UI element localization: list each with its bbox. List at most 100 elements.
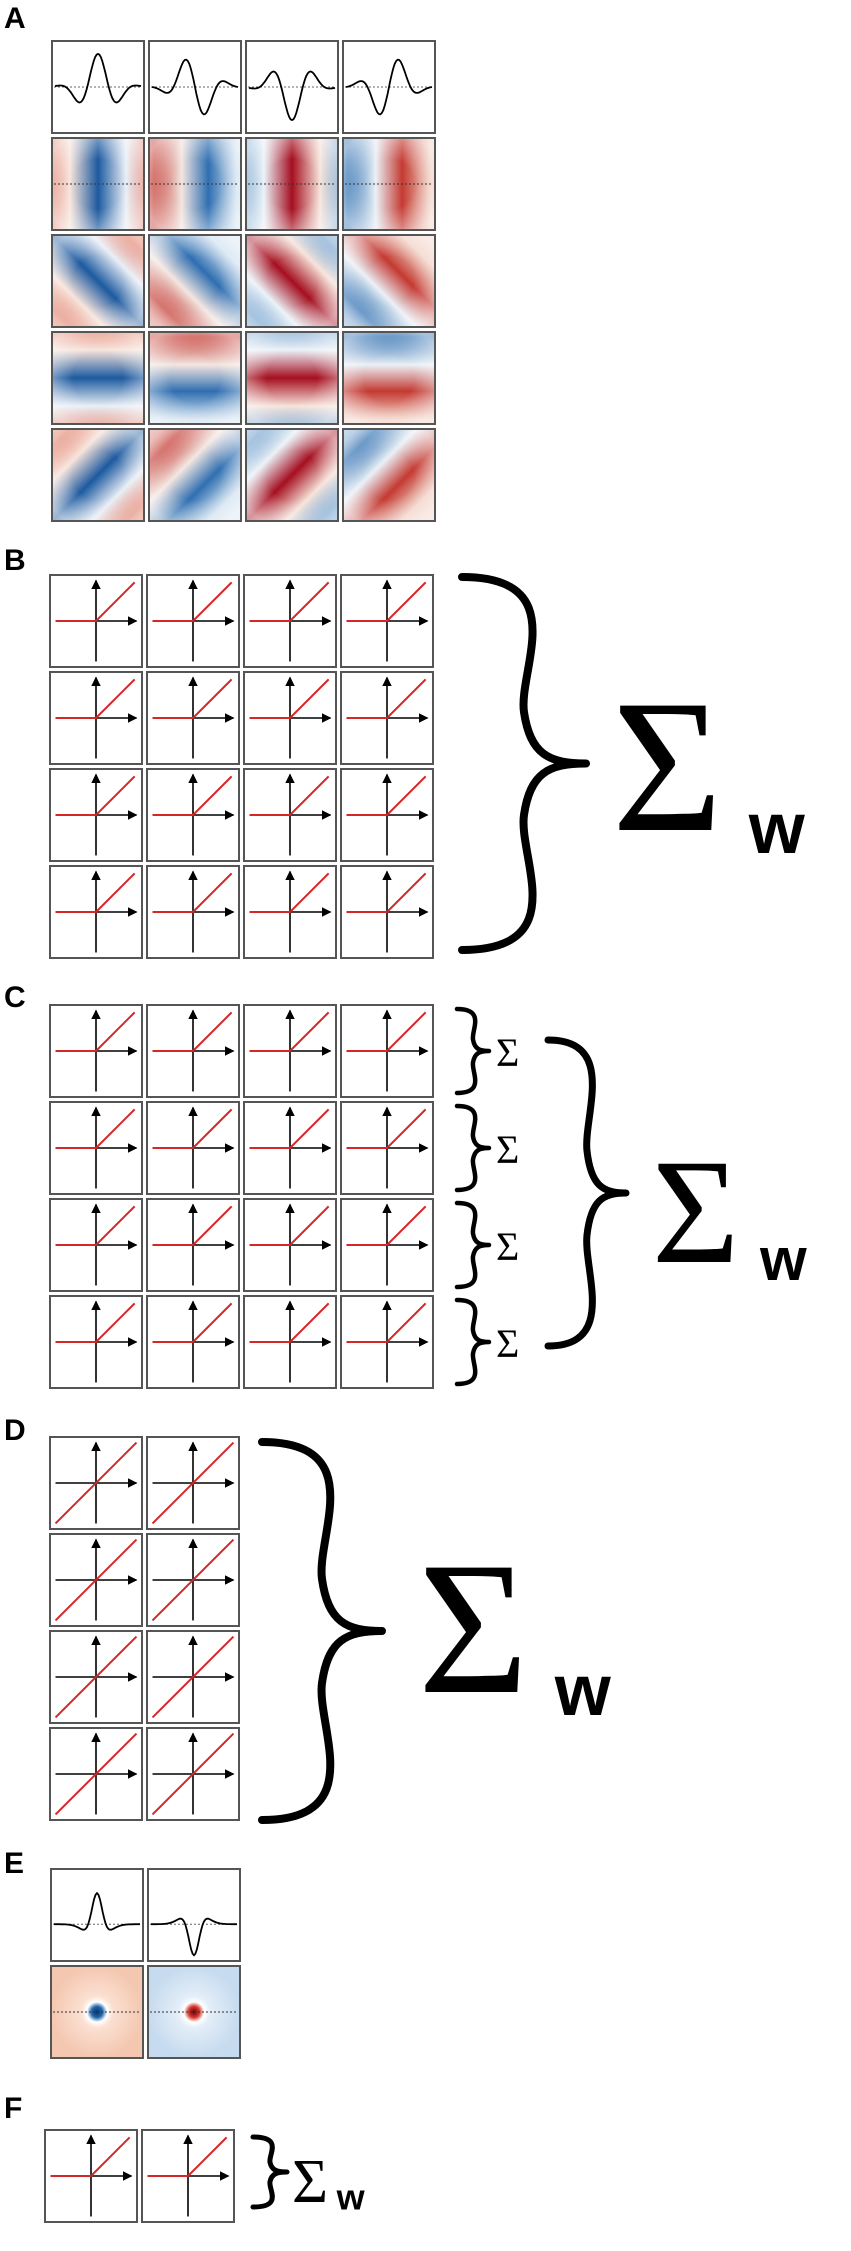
nonlinearity-cell bbox=[243, 865, 337, 959]
nonlinearity-curve bbox=[152, 1302, 233, 1343]
nonlinearity-cell bbox=[340, 768, 434, 862]
nonlinearity-curve bbox=[346, 1011, 427, 1052]
panel-e-center-surround bbox=[50, 1868, 241, 2059]
profile-cell bbox=[245, 40, 339, 134]
weighted-sum-label-subscript: w bbox=[554, 1651, 612, 1731]
panel-a-label: A bbox=[4, 2, 26, 35]
nonlinearity-cell bbox=[44, 2129, 138, 2223]
gabor-cell bbox=[245, 331, 339, 425]
nonlinearity-curve bbox=[249, 1205, 330, 1246]
gabor-envelope bbox=[149, 332, 241, 424]
nonlinearity-curve bbox=[151, 1732, 235, 1816]
panel-a-gabor-grid bbox=[51, 40, 436, 522]
nonlinearity-cell bbox=[146, 1436, 240, 1530]
pooling-brace bbox=[458, 573, 590, 954]
gabor-pattern bbox=[149, 235, 241, 327]
cell-frame bbox=[148, 40, 242, 134]
gabor-profile-curve bbox=[151, 58, 239, 116]
nonlinearity-curve bbox=[55, 678, 136, 719]
nonlinearity-cell bbox=[146, 1198, 240, 1292]
nonlinearity-curve bbox=[346, 1108, 427, 1149]
cell-frame bbox=[148, 428, 242, 522]
gabor-pattern bbox=[52, 235, 144, 327]
nonlinearity-curve bbox=[249, 581, 330, 622]
nonlinearity-curve bbox=[54, 1441, 138, 1525]
profile-cell bbox=[148, 40, 242, 134]
panel-c-label: C bbox=[4, 981, 26, 1014]
gabor-cell bbox=[51, 331, 145, 425]
dog-profile-cell bbox=[50, 1868, 144, 1962]
nonlinearity-cell bbox=[49, 1533, 143, 1627]
nonlinearity-curve bbox=[55, 1011, 136, 1052]
gabor-cell bbox=[342, 428, 436, 522]
gabor-envelope bbox=[52, 429, 144, 521]
nonlinearity-cell bbox=[146, 1630, 240, 1724]
pooling-brace bbox=[258, 1438, 386, 1824]
gabor-cell bbox=[51, 137, 145, 231]
gabor-envelope bbox=[246, 332, 338, 424]
cell-frame bbox=[342, 331, 436, 425]
row-brace bbox=[454, 1006, 492, 1096]
gabor-pattern bbox=[343, 332, 435, 424]
nonlinearity-curve bbox=[152, 581, 233, 622]
profile-cell bbox=[342, 40, 436, 134]
gabor-cell bbox=[148, 234, 242, 328]
weighted-sum-label-subscript: w bbox=[759, 1226, 807, 1293]
nonlinearity-cell bbox=[243, 768, 337, 862]
cell-frame bbox=[50, 1965, 144, 2059]
nonlinearity-cell bbox=[340, 865, 434, 959]
nonlinearity-cell bbox=[146, 574, 240, 668]
cell-frame bbox=[245, 234, 339, 328]
nonlinearity-curve bbox=[249, 678, 330, 719]
gabor-pattern bbox=[52, 429, 144, 521]
nonlinearity-curve bbox=[147, 2136, 228, 2177]
nonlinearity-curve bbox=[55, 1302, 136, 1343]
gabor-cell bbox=[342, 234, 436, 328]
dog-profile-curve bbox=[151, 1917, 237, 1957]
nonlinearity-cell bbox=[340, 671, 434, 765]
panel-b-label: B bbox=[4, 544, 26, 577]
nonlinearity-curve bbox=[55, 1108, 136, 1149]
gabor-pattern bbox=[246, 429, 338, 521]
profile-bg bbox=[148, 1869, 240, 1961]
nonlinearity-cell bbox=[49, 574, 143, 668]
nonlinearity-cell bbox=[146, 1727, 240, 1821]
nonlinearity-cell bbox=[146, 671, 240, 765]
nonlinearity-curve bbox=[346, 775, 427, 816]
nonlinearity-curve bbox=[54, 1732, 138, 1816]
nonlinearity-cell bbox=[141, 2129, 235, 2223]
weighted-sum-label: Σ bbox=[652, 1129, 739, 1295]
nonlinearity-curve bbox=[346, 872, 427, 913]
profile-bg bbox=[51, 1869, 143, 1961]
nonlinearity-cell bbox=[146, 1004, 240, 1098]
nonlinearity-cell bbox=[146, 1101, 240, 1195]
gabor-cell bbox=[245, 137, 339, 231]
row-sum-label: Σ bbox=[496, 1224, 519, 1269]
dog-map-cell bbox=[147, 1965, 241, 2059]
gabor-cell bbox=[245, 234, 339, 328]
gabor-envelope bbox=[343, 332, 435, 424]
cell-frame bbox=[342, 428, 436, 522]
nonlinearity-cell bbox=[49, 768, 143, 862]
gabor-cell bbox=[51, 234, 145, 328]
nonlinearity-curve bbox=[55, 581, 136, 622]
cell-frame bbox=[51, 40, 145, 134]
nonlinearity-cell bbox=[243, 671, 337, 765]
gabor-envelope bbox=[343, 235, 435, 327]
gabor-cell bbox=[51, 428, 145, 522]
nonlinearity-curve bbox=[54, 1538, 138, 1622]
nonlinearity-cell bbox=[243, 574, 337, 668]
cell-frame bbox=[245, 137, 339, 231]
nonlinearity-cell bbox=[49, 1101, 143, 1195]
weighted-sum-label: Σ bbox=[612, 662, 723, 872]
cell-frame bbox=[148, 331, 242, 425]
cell-frame bbox=[148, 137, 242, 231]
gabor-pattern bbox=[149, 332, 241, 424]
gabor-cell bbox=[342, 331, 436, 425]
nonlinearity-cell bbox=[340, 574, 434, 668]
nonlinearity-curve bbox=[249, 872, 330, 913]
panel-e-label: E bbox=[4, 1847, 24, 1880]
nonlinearity-curve bbox=[249, 1011, 330, 1052]
weighted-sum-label-subscript: w bbox=[336, 2176, 366, 2217]
